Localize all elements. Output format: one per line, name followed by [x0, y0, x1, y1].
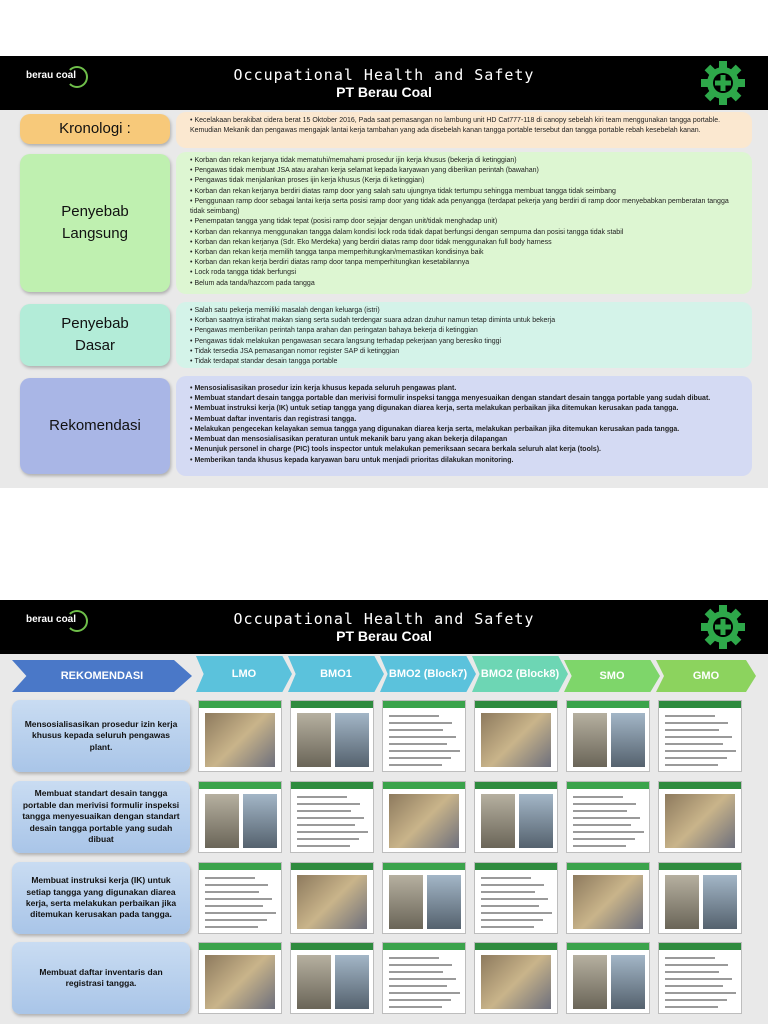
recommendation-row-label: Mensosialisasikan prosedur izin kerja kh… — [12, 700, 190, 772]
dasar-item: Tidak terdapat standar desain tangga por… — [190, 357, 742, 367]
rekom-item: Membuat standart desain tangga portable … — [190, 394, 742, 404]
header-subtitle: PT Berau Coal — [336, 84, 432, 100]
rekom-item: Memberikan tanda khusus kepada karyawan … — [190, 456, 742, 466]
rekom-item: Mensosialisasikan prosedur izin kerja kh… — [190, 384, 742, 394]
rekom-item: Melakukan pengecekan kelayakan semua tan… — [190, 425, 742, 435]
penyebab-dasar-label: Penyebab Dasar — [20, 304, 170, 366]
evidence-thumbnail[interactable] — [290, 942, 374, 1014]
recommendation-row-label: Membuat daftar inventaris dan registrasi… — [12, 942, 190, 1014]
penyebab-dasar-label-2: Dasar — [74, 337, 115, 354]
evidence-thumbnail[interactable] — [290, 862, 374, 934]
langsung-item: Penggunaan ramp door sebagai lantai kerj… — [190, 197, 742, 217]
slide-investigation-summary: berau coal Occupational Health and Safet… — [0, 56, 768, 488]
evidence-thumbnail[interactable] — [198, 700, 282, 772]
safety-gear-icon — [701, 61, 745, 105]
evidence-thumbnail[interactable] — [198, 942, 282, 1014]
evidence-thumbnail[interactable] — [566, 781, 650, 853]
langsung-item: Belum ada tanda/hazcom pada tangga — [190, 279, 742, 289]
rekomendasi-list: Mensosialisasikan prosedur izin kerja kh… — [190, 384, 742, 466]
kronologi-label: Kronologi : — [20, 114, 170, 144]
evidence-thumbnail[interactable] — [290, 700, 374, 772]
langsung-item: Korban dan rekan kerja memilih tangga ta… — [190, 248, 742, 258]
recommendation-row-label: Membuat instruksi kerja (IK) untuk setia… — [12, 862, 190, 934]
penyebab-langsung-body: Korban dan rekan kerjanya tidak mematuhi… — [176, 152, 752, 294]
evidence-thumbnail[interactable] — [382, 862, 466, 934]
column-header-bmo2-block8-: BMO2 (Block8) — [472, 656, 568, 692]
rekom-item: Menunjuk personel in charge (PIC) tools … — [190, 445, 742, 455]
penyebab-langsung-label: Penyebab Langsung — [20, 154, 170, 292]
kronologi-body: Kecelakaan berakibat cidera berat 15 Okt… — [176, 112, 752, 148]
rekom-item: Membuat dan mensosialisasikan peraturan … — [190, 435, 742, 445]
evidence-thumbnail[interactable] — [474, 781, 558, 853]
column-header-smo: SMO — [564, 660, 660, 692]
slide-header-2: berau coal Occupational Health and Safet… — [0, 600, 768, 654]
dasar-item: Tidak tersedia JSA pemasangan nomor regi… — [190, 347, 742, 357]
evidence-thumbnail[interactable] — [198, 781, 282, 853]
evidence-thumbnail[interactable] — [382, 942, 466, 1014]
evidence-thumbnail[interactable] — [566, 700, 650, 772]
company-logo-icon — [66, 66, 88, 88]
evidence-thumbnail[interactable] — [198, 862, 282, 934]
langsung-item: Lock roda tangga tidak berfungsi — [190, 268, 742, 278]
rekom-item: Membuat instruksi kerja (IK) untuk setia… — [190, 404, 742, 414]
company-logo-text-2: berau coal — [26, 614, 77, 625]
kronologi-text: Kecelakaan berakibat cidera berat 15 Okt… — [190, 116, 742, 136]
penyebab-dasar-label-1: Penyebab — [61, 315, 129, 333]
safety-gear-icon-2 — [701, 605, 745, 649]
evidence-thumbnail[interactable] — [382, 700, 466, 772]
evidence-thumbnail[interactable] — [382, 781, 466, 853]
rekom-item: Membuat daftar inventaris dan registrasi… — [190, 415, 742, 425]
langsung-item: Penempatan tangga yang tidak tepat (posi… — [190, 217, 742, 227]
column-header-bmo1: BMO1 — [288, 656, 384, 692]
langsung-item: Pengawas tidak menjalankan proses ijin k… — [190, 176, 742, 186]
kronologi-label-text: Kronologi : — [59, 120, 131, 138]
dasar-item: Korban saatnya istirahat makan siang ser… — [190, 316, 742, 326]
evidence-thumbnail[interactable] — [658, 700, 742, 772]
slide-recommendation-implementation: berau coal Occupational Health and Safet… — [0, 600, 768, 1024]
evidence-thumbnail[interactable] — [474, 700, 558, 772]
langsung-item: Korban dan rekannya menggunakan tangga d… — [190, 228, 742, 238]
header-title-2: Occupational Health and Safety — [233, 610, 535, 628]
evidence-thumbnail[interactable] — [566, 942, 650, 1014]
column-header-bmo2-block7-: BMO2 (Block7) — [380, 656, 476, 692]
evidence-thumbnail[interactable] — [290, 781, 374, 853]
evidence-thumbnail[interactable] — [474, 942, 558, 1014]
slide-header: berau coal Occupational Health and Safet… — [0, 56, 768, 110]
header-subtitle-2: PT Berau Coal — [336, 628, 432, 644]
company-logo-icon-2 — [66, 610, 88, 632]
langsung-item: Korban dan rekan kerjanya (Sdr. Eko Merd… — [190, 238, 742, 248]
dasar-item: Pengawas tidak melakukan pengawasan seca… — [190, 337, 742, 347]
penyebab-dasar-body: Salah satu pekerja memiliki masalah deng… — [176, 302, 752, 368]
company-logo-text: berau coal — [26, 70, 77, 81]
evidence-thumbnail[interactable] — [566, 862, 650, 934]
evidence-thumbnail[interactable] — [658, 781, 742, 853]
dasar-item: Pengawas memberikan perintah tanpa araha… — [190, 326, 742, 336]
rekomendasi-label: Rekomendasi — [20, 378, 170, 474]
langsung-item: Korban dan rekan kerjanya tidak mematuhi… — [190, 156, 742, 166]
rekomendasi-body: Mensosialisasikan prosedur izin kerja kh… — [176, 376, 752, 476]
column-header-lmo: LMO — [196, 656, 292, 692]
recommendation-row-label: Membuat standart desain tangga portable … — [12, 781, 190, 853]
column-header-rekomendasi: REKOMENDASI — [12, 660, 192, 692]
dasar-item: Salah satu pekerja memiliki masalah deng… — [190, 306, 742, 316]
evidence-thumbnail[interactable] — [658, 862, 742, 934]
penyebab-langsung-label-2: Langsung — [62, 225, 128, 242]
evidence-thumbnail[interactable] — [474, 862, 558, 934]
langsung-item: Pengawas tidak membuat JSA atau arahan k… — [190, 166, 742, 176]
evidence-thumbnail[interactable] — [658, 942, 742, 1014]
penyebab-langsung-label-1: Penyebab — [61, 203, 129, 221]
langsung-item: Korban dan rekan kerja berdiri diatas ra… — [190, 258, 742, 268]
langsung-item: Korban dan rekan kerjanya berdiri diatas… — [190, 187, 742, 197]
penyebab-langsung-list: Korban dan rekan kerjanya tidak mematuhi… — [190, 156, 742, 289]
rekomendasi-label-text: Rekomendasi — [49, 417, 141, 435]
column-header-gmo: GMO — [656, 660, 756, 692]
penyebab-dasar-list: Salah satu pekerja memiliki masalah deng… — [190, 306, 742, 367]
header-title: Occupational Health and Safety — [233, 66, 535, 84]
